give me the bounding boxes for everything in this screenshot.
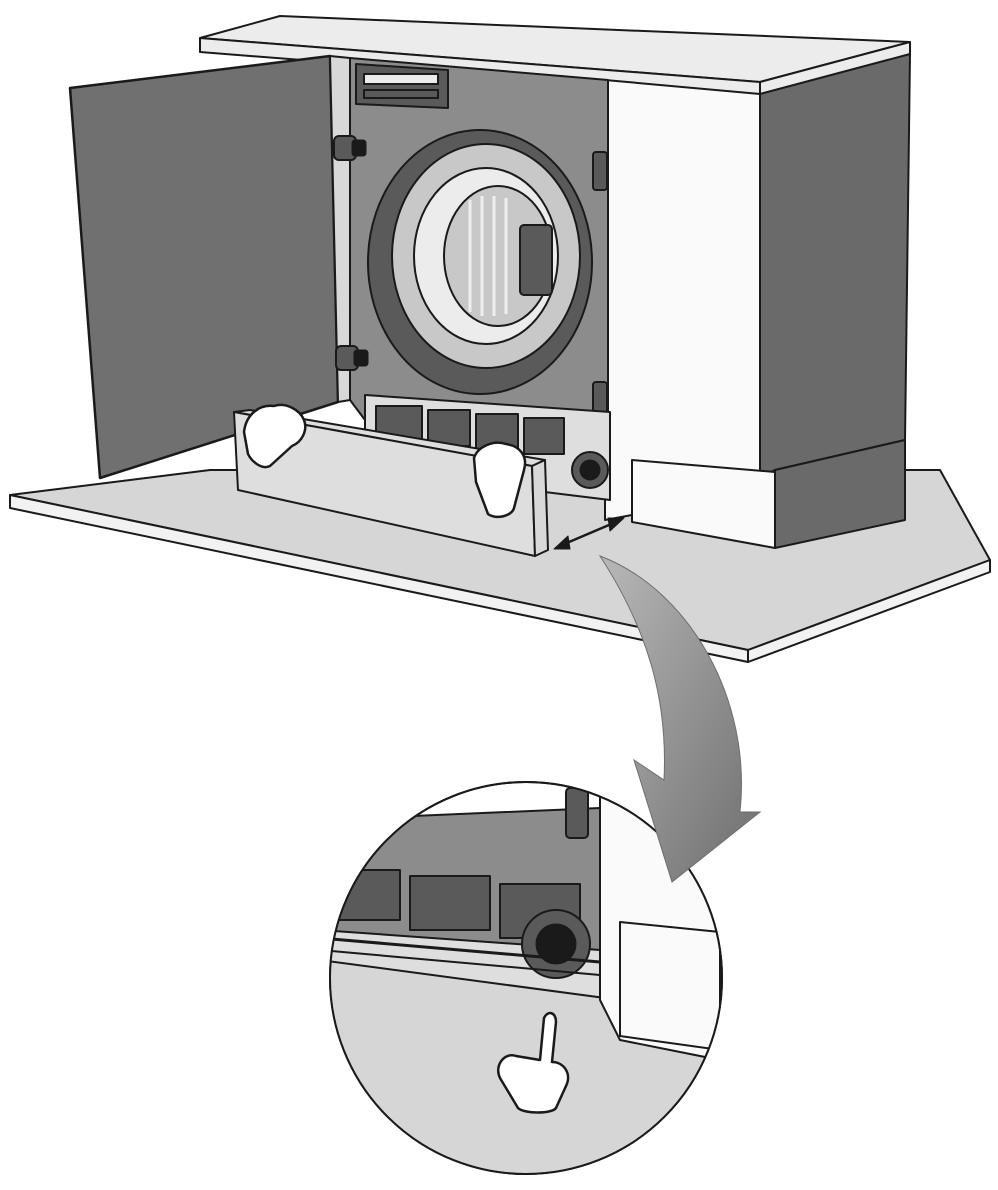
washing-machine [349, 57, 611, 501]
plinth-panel [233, 409, 549, 557]
hinge-plate-upper [592, 151, 608, 191]
detail-hinge-plate [565, 787, 589, 839]
hinge-upper [333, 135, 367, 161]
door-handle [519, 224, 553, 296]
double-arrow-icon [553, 517, 625, 550]
hinge-lower [335, 345, 369, 371]
detail-zoom-circle [329, 781, 723, 1175]
curved-arrow-icon [598, 554, 762, 883]
hand-icon [242, 403, 307, 469]
cabinet-door-open [68, 54, 369, 480]
hand-icon [472, 441, 527, 519]
cabinet-side-panel [604, 53, 911, 549]
pointing-hand-icon [497, 1011, 570, 1114]
